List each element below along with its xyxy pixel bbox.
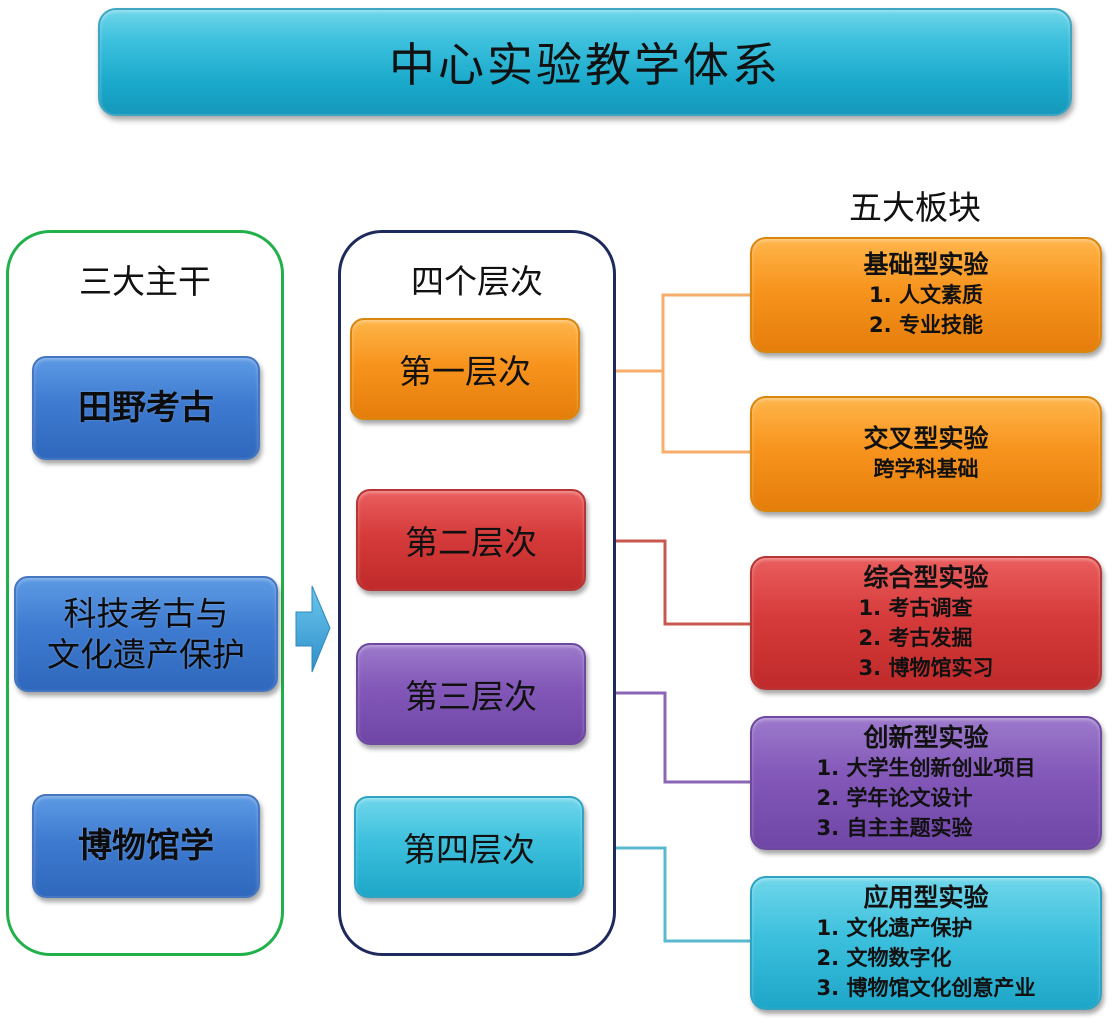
diagram-title: 中心实验教学体系 xyxy=(98,8,1072,116)
module-item: 1. 人文素质 xyxy=(869,283,983,307)
module-comprehensive: 综合型实验 1. 考古调查 2. 考古发掘 3. 博物馆实习 xyxy=(750,556,1102,690)
module-item: 跨学科基础 xyxy=(873,457,979,481)
module-title: 基础型实验 xyxy=(863,250,989,279)
module-item: 2. 文物数字化 xyxy=(816,946,952,970)
level-4: 第四层次 xyxy=(354,796,584,898)
module-cross: 交叉型实验 跨学科基础 xyxy=(750,396,1102,512)
module-item: 2. 专业技能 xyxy=(869,313,983,337)
trunk-line: 文化遗产保护 xyxy=(47,635,245,674)
trunk-line: 科技考古与 xyxy=(63,593,229,633)
module-heading: 五大板块 xyxy=(849,188,981,227)
trunk-museology: 博物馆学 xyxy=(32,794,260,898)
module-item: 1. 大学生创新创业项目 xyxy=(816,756,1036,780)
module-item: 3. 博物馆文化创意产业 xyxy=(816,976,1036,1000)
module-title: 应用型实验 xyxy=(863,883,989,912)
trunk-heading: 三大主干 xyxy=(79,262,211,301)
connector-level1-top xyxy=(661,293,752,454)
level-heading: 四个层次 xyxy=(411,262,543,301)
connector-level3 xyxy=(586,691,752,784)
connector-level4 xyxy=(584,846,752,943)
level-2: 第二层次 xyxy=(356,489,586,591)
module-title: 创新型实验 xyxy=(863,723,989,752)
trunk-field-archaeology: 田野考古 xyxy=(32,356,260,460)
module-item: 2. 学年论文设计 xyxy=(816,786,973,810)
level-1: 第一层次 xyxy=(350,318,580,420)
module-title: 交叉型实验 xyxy=(863,424,989,453)
module-basic: 基础型实验 1. 人文素质 2. 专业技能 xyxy=(750,237,1102,353)
module-applied: 应用型实验 1. 文化遗产保护 2. 文物数字化 3. 博物馆文化创意产业 xyxy=(750,876,1102,1010)
module-item: 1. 文化遗产保护 xyxy=(816,916,973,940)
connector-level2 xyxy=(586,539,752,626)
module-item: 1. 考古调查 xyxy=(858,596,973,620)
flow-arrow xyxy=(295,585,331,673)
module-item: 2. 考古发掘 xyxy=(858,626,973,650)
module-item: 3. 自主主题实验 xyxy=(816,816,973,840)
trunk-science-archaeology: 科技考古与 文化遗产保护 xyxy=(14,576,278,692)
module-item: 3. 博物馆实习 xyxy=(858,656,994,680)
module-innovative: 创新型实验 1. 大学生创新创业项目 2. 学年论文设计 3. 自主主题实验 xyxy=(750,716,1102,850)
module-title: 综合型实验 xyxy=(863,563,989,592)
level-3: 第三层次 xyxy=(356,643,586,745)
